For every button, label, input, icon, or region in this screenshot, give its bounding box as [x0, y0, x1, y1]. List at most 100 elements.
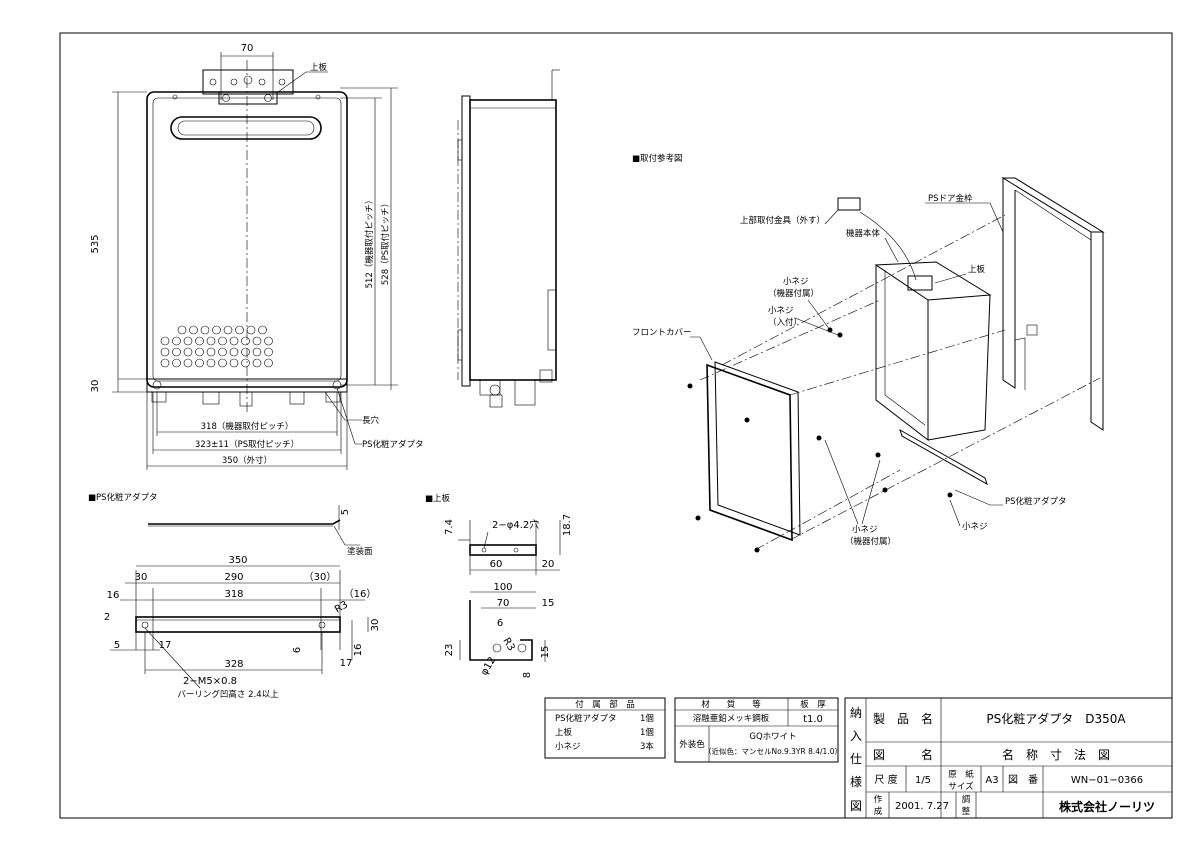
adapter-paint-surface: 塗装面 — [347, 546, 373, 557]
adapter-d16a: 16 — [107, 590, 120, 601]
vent-hole — [252, 347, 262, 357]
vent-hole — [160, 358, 170, 368]
label-front-cover: フロントカバー — [632, 328, 692, 338]
top-plate-d18-7: 18.7 — [562, 514, 573, 536]
dim-w323: 323±11（PS取付ピッチ） — [195, 439, 299, 450]
vent-hole — [195, 358, 204, 368]
adapter-d17a: 17 — [159, 640, 172, 651]
vent-hole — [229, 358, 239, 368]
top-plate-d70: 70 — [497, 598, 510, 609]
install-ref-heading: ■取付参考図 — [632, 153, 683, 164]
paper-value: A3 — [985, 775, 998, 786]
parts-table-header: 付 属 部 品 — [575, 699, 635, 710]
front-view: 70 535 30 512（機器取付ピッチ） 528（PS取付ピッチ） 318（… — [90, 43, 424, 470]
vent-hole — [264, 347, 273, 357]
vent-hole — [212, 325, 221, 335]
adapter-m5: 2−M5×0.8 — [183, 676, 237, 687]
label-top-plate-install: 上板 — [968, 264, 986, 275]
screw-mark — [816, 435, 822, 441]
adapter-d290: 290 — [224, 572, 243, 583]
color-label: 外装色 — [679, 739, 705, 750]
adapter-d16c: 16 — [353, 644, 364, 657]
label-screw-c: 小ネジ — [962, 521, 988, 532]
screw-mark — [687, 383, 693, 389]
vent-hole — [172, 347, 181, 357]
screw-mark — [947, 492, 953, 498]
adapter-d17b: 17 — [340, 658, 353, 669]
side-label-5: 図 — [850, 799, 862, 813]
parts-row-2-name: 上板 — [555, 727, 573, 738]
label-screw-b-note: （入付） — [768, 317, 802, 328]
vent-hole — [172, 336, 181, 346]
vent-hole — [195, 336, 204, 346]
vent-hole — [195, 347, 204, 357]
vent-hole — [206, 347, 216, 357]
drawing-border — [59, 32, 1173, 819]
top-plate-d100: 100 — [493, 582, 512, 593]
top-plate-r3: R3 — [500, 636, 516, 653]
vent-hole — [183, 336, 193, 346]
label-unit-body: 機器本体 — [846, 228, 881, 239]
thickness-value: t1.0 — [803, 714, 823, 725]
side-label-2: 入 — [850, 729, 862, 743]
adapter-d328: 328 — [224, 659, 243, 670]
side-label-3: 仕 — [850, 752, 862, 766]
parts-row-3-name: 小ネジ — [555, 741, 581, 752]
label-top-bracket: 上部取付金具（外す） — [740, 215, 825, 226]
label-ps-adapter: PS化粧アダプタ — [362, 439, 424, 450]
side-label-4: 様 — [850, 775, 862, 789]
check-label-1: 調 — [962, 794, 971, 805]
adapter-d30c: 30 — [370, 619, 381, 632]
adapter-d6: 6 — [292, 647, 303, 653]
drawing-label: 図 名 — [873, 747, 933, 762]
top-plate-holes: 2−φ4.2穴 — [492, 518, 539, 531]
screw-mark — [837, 332, 843, 338]
label-screw-a-note: （機器付属） — [768, 288, 819, 299]
vent-hole — [218, 347, 227, 357]
adapter-d318: 318 — [224, 589, 243, 600]
thickness-header: 板 厚 — [800, 699, 826, 710]
company-name: 株式会社ノーリツ — [1059, 799, 1155, 814]
product-label: 製 品 名 — [873, 711, 933, 726]
vent-hole — [172, 358, 181, 368]
vent-hole — [252, 358, 262, 368]
adapter-d5b: 5 — [114, 640, 120, 651]
dim-height-535: 535 — [90, 234, 101, 253]
adapter-d16b: （16） — [344, 588, 377, 600]
paper-label-1: 原 紙 — [948, 769, 974, 780]
screw-mark — [754, 547, 760, 553]
parts-row-1-name: PS化粧アダプタ — [555, 713, 617, 724]
vent-hole — [160, 347, 170, 357]
dim-h512: 512（機器取付ピッチ） — [364, 196, 375, 289]
vent-hole — [183, 347, 193, 357]
label-screw-d: 小ネジ — [852, 524, 878, 535]
vent-hole — [241, 358, 250, 368]
adapter-d350: 350 — [228, 555, 247, 566]
label-long-hole: 長穴 — [362, 415, 380, 426]
vent-hole — [177, 325, 187, 335]
vent-hole — [229, 347, 239, 357]
scale-label: 尺 度 — [874, 773, 897, 786]
screw-mark — [882, 487, 888, 493]
dim-h528: 528（PS取付ピッチ） — [380, 199, 391, 285]
adapter-r3: R3 — [333, 599, 350, 615]
color-value: GQホワイト — [749, 732, 796, 742]
top-plate-d8: 8 — [522, 672, 533, 678]
dim-bottom-30: 30 — [90, 380, 101, 393]
vent-hole — [218, 358, 227, 368]
side-label-1: 納 — [850, 706, 862, 720]
adapter-detail: ■PS化粧アダプタ 5 塗装面 350 30 290 （30） 16 318 （… — [88, 492, 381, 700]
label-screw-b: 小ネジ — [768, 305, 794, 316]
scale-value: 1/5 — [915, 775, 931, 786]
vent-hole — [235, 325, 244, 335]
adapter-d30a: 30 — [135, 572, 148, 583]
screw-mark — [875, 452, 881, 458]
vent-hole — [206, 358, 216, 368]
made-label-1: 作 — [874, 794, 883, 805]
adapter-d2: 2 — [104, 612, 110, 623]
color-note: （近似色：マンセルNo.9.3YR 8.4/1.0） — [704, 746, 842, 756]
adapter-heading: ■PS化粧アダプタ — [88, 492, 158, 503]
adapter-burring: バーリング凹高さ 2.4以上 — [177, 689, 279, 700]
material-value: 溶融亜鉛メッキ鋼板 — [693, 713, 770, 724]
